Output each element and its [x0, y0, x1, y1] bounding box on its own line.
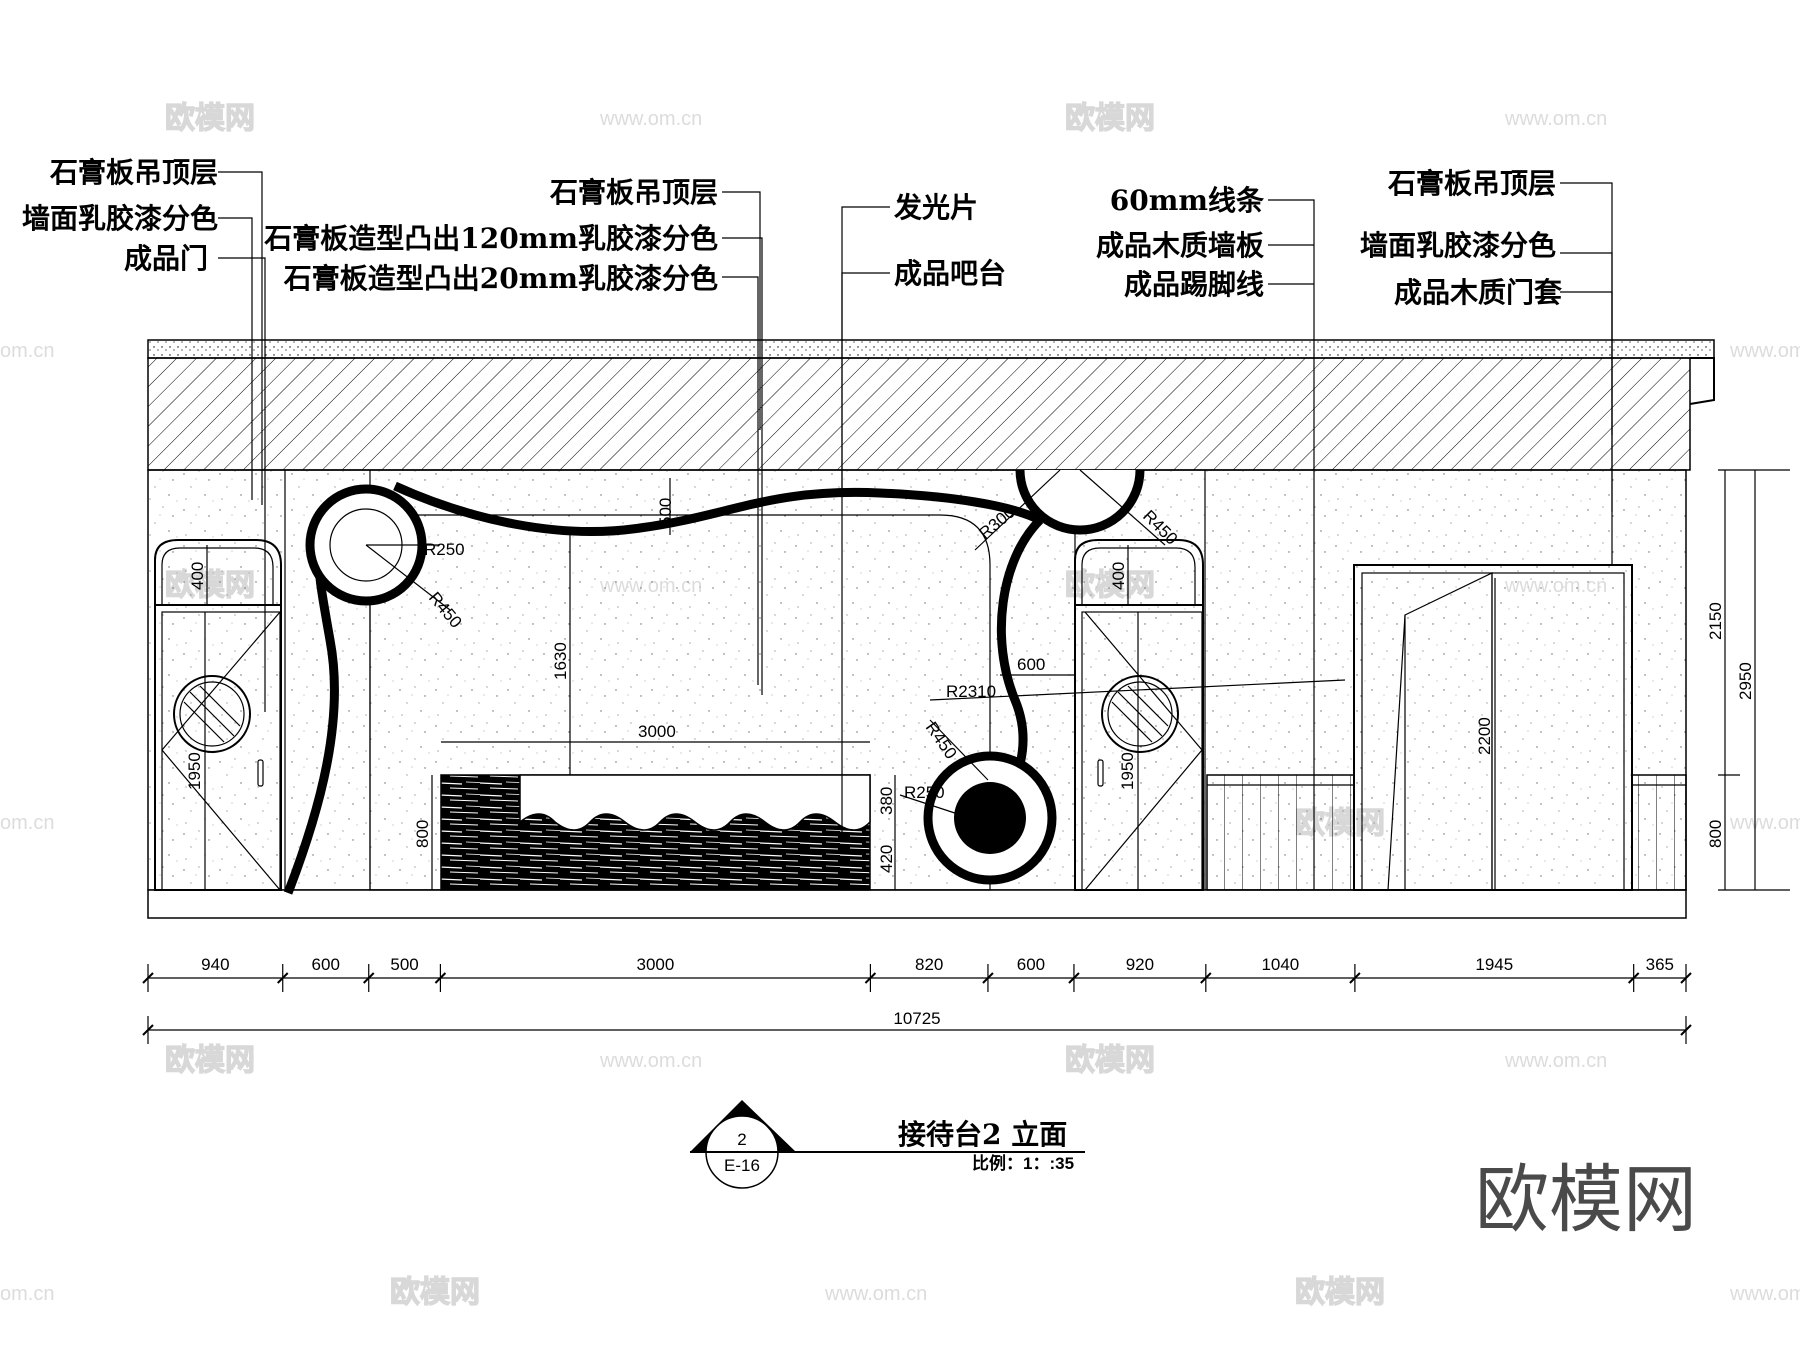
sheet-number: E-16 — [724, 1156, 760, 1175]
dim-bar-top: 380 — [877, 787, 896, 815]
label-wall-paint-right: 墙面乳胶漆分色 — [1360, 229, 1556, 262]
dim-right-2150: 2150 — [1706, 602, 1725, 640]
watermark-brand: 欧模网 — [165, 1043, 255, 1078]
dim-door-left: 1950 — [185, 752, 204, 790]
label-bar-counter: 成品吧台 — [894, 257, 1006, 290]
dim-segment-label: 365 — [1646, 955, 1674, 974]
dim-r250-bottom: R250 — [904, 783, 945, 802]
watermark-url: om.cn — [0, 1283, 54, 1305]
label-ceiling-left: 石膏板吊顶层 — [49, 156, 218, 189]
watermark-url: www.om.cn — [1504, 108, 1607, 130]
dim-right-800: 800 — [1706, 820, 1725, 848]
dimension-slash — [1068, 972, 1080, 984]
inner-dimensions — [204, 478, 1496, 890]
dim-segment-label: 920 — [1126, 955, 1154, 974]
dim-segment-label: 500 — [390, 955, 418, 974]
brand-logo: 欧模网 — [1475, 1157, 1697, 1243]
detail-number: 2 — [737, 1130, 746, 1149]
drawing-title: 接待台2 立面 — [898, 1118, 1067, 1151]
dim-door-right: 1950 — [1118, 752, 1137, 790]
bottom-dimension-labels: 940 600 500 3000 820 600 920 1040 1945 365 — [201, 955, 1674, 974]
bottom-dimension-chain — [142, 964, 1692, 1044]
watermark-url: www.om.cn — [1504, 1050, 1607, 1072]
dim-segment-label: 600 — [1017, 955, 1045, 974]
watermark-url: www.om.cn — [1729, 340, 1800, 362]
label-60mm-line: 60mm线条 — [1110, 184, 1264, 217]
dim-right-2950: 2950 — [1736, 662, 1755, 700]
dim-total: 10725 — [893, 1009, 940, 1028]
label-door-left: 成品门 — [124, 242, 208, 275]
watermark-brand: 欧模网 — [1065, 1043, 1155, 1078]
left-door — [154, 539, 282, 891]
dimension-slash — [1627, 972, 1640, 984]
light-strip — [283, 469, 1145, 895]
watermark-url: om.cn — [0, 812, 54, 834]
watermark-brand: 欧模网 — [1295, 1275, 1385, 1310]
dim-segment-label: 3000 — [636, 955, 674, 974]
dimension-slash — [142, 972, 154, 984]
label-ceiling-center: 石膏板吊顶层 — [549, 176, 718, 209]
watermark-url: www.om.cn — [599, 108, 702, 130]
dim-arch-right: 400 — [1109, 562, 1128, 590]
watermark-brand: 欧模网 — [165, 101, 255, 136]
door-opening — [1353, 564, 1633, 891]
dim-segment-label: 1945 — [1475, 955, 1513, 974]
dim-segment-label: 940 — [201, 955, 229, 974]
dim-r2310: R2310 — [946, 682, 996, 701]
dimension-slash — [1349, 972, 1361, 984]
label-door-frame: 成品木质门套 — [1394, 276, 1563, 309]
watermark-url: www.om.cn — [824, 1283, 927, 1305]
dim-opening: 2200 — [1475, 717, 1494, 755]
label-leaders — [218, 171, 1613, 890]
dim-segment-label: 1040 — [1261, 955, 1299, 974]
dimension-slash — [1200, 972, 1212, 984]
watermark-url: www.om.cn — [599, 1050, 702, 1072]
label-wood-panel: 成品木质墙板 — [1096, 229, 1264, 262]
dimension-slash — [434, 972, 447, 984]
label-gypsum-20: 石膏板造型凸出20mm乳胶漆分色 — [283, 262, 718, 295]
reception-bar — [440, 774, 871, 891]
dimension-slash — [363, 972, 375, 984]
annotation-labels: 石膏板吊顶层 墙面乳胶漆分色 成品门 石膏板吊顶层 石膏板造型凸出120mm乳胶… — [22, 156, 1563, 309]
dimension-slash — [142, 1024, 154, 1036]
watermark-url: www.om.cn — [1729, 812, 1800, 834]
right-dimension-chain — [1718, 469, 1790, 891]
right-dimension-labels: 2150 2950 800 — [1706, 602, 1755, 848]
dim-bar-bottom: 420 — [877, 845, 896, 873]
watermark-brand: 欧模网 — [390, 1275, 480, 1310]
dim-ceiling-bar: 1630 — [551, 642, 570, 680]
wood-wall-panel — [1206, 774, 1687, 891]
dimension-slash — [982, 972, 994, 984]
right-door — [1074, 539, 1204, 891]
label-wall-paint-left: 墙面乳胶漆分色 — [22, 202, 218, 235]
bar-back-panel — [369, 514, 991, 891]
inner-dimension-labels: 400 400 1950 1950 2200 500 1630 3000 800… — [185, 498, 1494, 873]
label-gypsum-120: 石膏板造型凸出120mm乳胶漆分色 — [263, 222, 718, 255]
dimension-slash — [277, 972, 289, 984]
dim-segment-label: 600 — [312, 955, 340, 974]
dim-arch-left: 400 — [188, 562, 207, 590]
ceiling — [147, 339, 1715, 471]
watermark-url: om.cn — [0, 340, 54, 362]
dim-segment-label: 820 — [915, 955, 943, 974]
drawing-scale: 比例：1：:35 — [972, 1153, 1074, 1173]
title-block: 2 E-16 接待台2 立面 比例：1：:35 — [690, 1100, 1085, 1189]
dimension-slash — [1680, 1024, 1692, 1036]
dim-wave: 500 — [656, 498, 675, 526]
dim-bar-height: 800 — [413, 820, 432, 848]
dimension-slash — [864, 972, 877, 984]
label-skirting: 成品踢脚线 — [1124, 268, 1264, 301]
dim-gap: 600 — [1017, 655, 1045, 674]
dim-bar-width: 3000 — [638, 722, 676, 741]
watermark-brand: 欧模网 — [1065, 101, 1155, 136]
label-light-sheet: 发光片 — [893, 191, 978, 224]
label-ceiling-right: 石膏板吊顶层 — [1387, 167, 1556, 200]
dimension-slash — [1680, 972, 1692, 984]
dim-r250-left: R250 — [424, 540, 465, 559]
watermark-url: www.om.cn — [1729, 1283, 1800, 1305]
